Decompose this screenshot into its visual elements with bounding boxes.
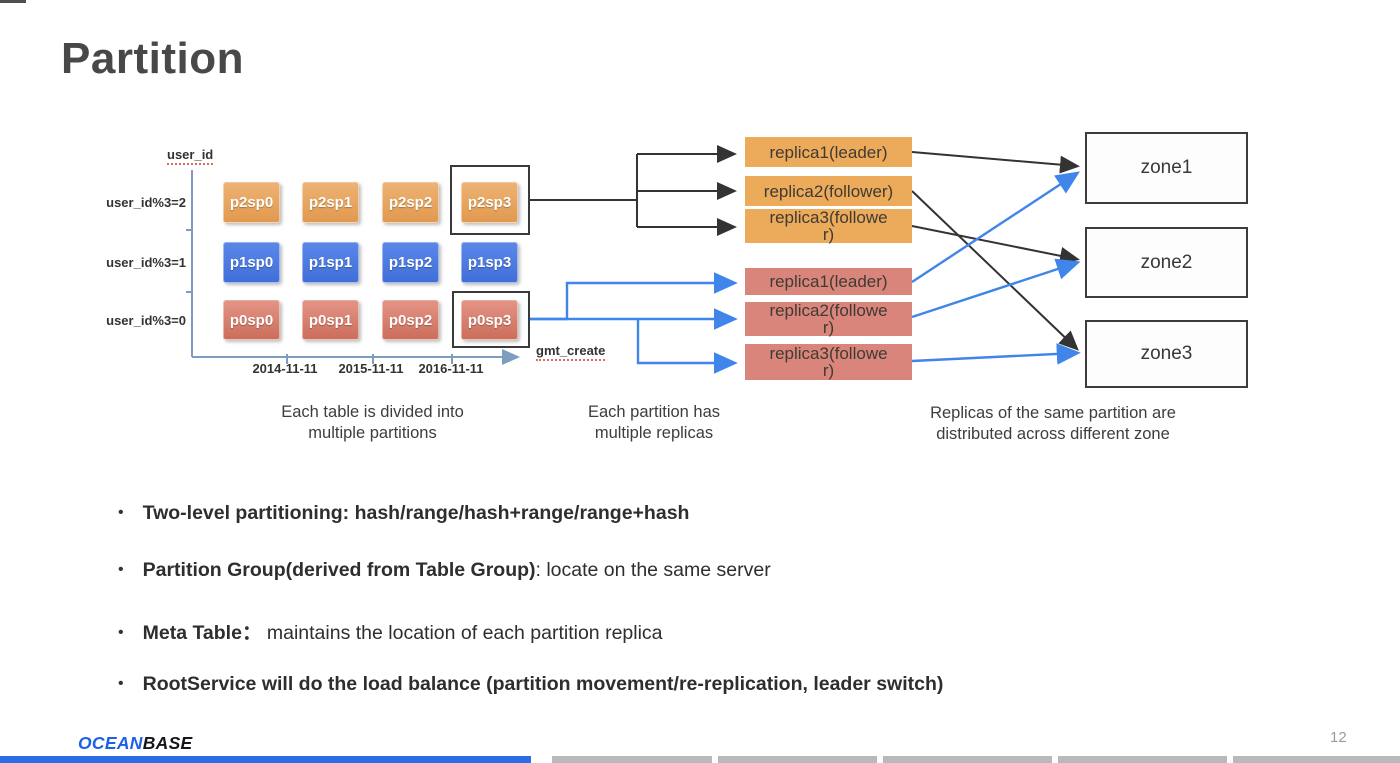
replica-box-orange-follower2: replica2(follower) (745, 176, 912, 206)
partition-cell-p0sp3: p0sp3 (461, 300, 518, 340)
bullet-bold-text: Two-level partitioning: hash/range/hash+… (142, 502, 690, 524)
row-label-mod1: user_id%3=1 (106, 255, 186, 270)
x-tick-2016: 2016-11-11 (418, 361, 484, 376)
partition-cell-p1sp2: p1sp2 (382, 242, 439, 283)
partition-cell-p1sp3: p1sp3 (461, 242, 518, 283)
progress-segment[interactable] (883, 756, 1052, 763)
bullet-bold-text: Partition Group(derived from Table Group… (142, 559, 536, 581)
zone-box-2: zone2 (1085, 227, 1248, 298)
partition-cell-p2sp2: p2sp2 (382, 182, 439, 223)
progress-segment[interactable] (1233, 756, 1400, 763)
arrow-replica3-to-zone3-blue (911, 343, 1081, 365)
arrow-p0sp3-to-replica1 (530, 272, 738, 321)
video-progress-bar[interactable] (0, 756, 1400, 763)
bullet-regular-text: : locate on the same server (535, 559, 771, 581)
progress-segment[interactable] (718, 756, 877, 763)
x-axis-label: gmt_create (536, 343, 606, 361)
page-title: Partition (61, 34, 244, 83)
x-tick-2015: 2015-11-11 (338, 361, 404, 376)
partition-cell-p0sp1: p0sp1 (302, 300, 359, 340)
bullet-rootservice: RootService will do the load balance (pa… (118, 673, 944, 696)
zone-box-1: zone1 (1085, 132, 1248, 204)
arrow-replica3-to-zone2 (911, 225, 1080, 265)
bullet-regular-text: maintains the location of each partition… (261, 622, 663, 644)
arrow-p0sp3-to-replica3 (636, 319, 738, 374)
y-axis-label: user_id (167, 147, 214, 165)
bullet-bold-text: RootService will do the load balance (pa… (142, 673, 944, 695)
arrow-replica1-to-zone1 (911, 151, 1080, 174)
highlight-box-p2sp3 (450, 165, 530, 235)
partition-cell-p2sp3: p2sp3 (461, 182, 518, 223)
top-left-artifact (0, 0, 26, 3)
bullet-two-level-partitioning: Two-level partitioning: hash/range/hash+… (118, 502, 690, 525)
bullet-bold-text: Meta Table： (142, 622, 262, 644)
partition-cell-p2sp1: p2sp1 (302, 182, 359, 223)
arrow-replica2-to-zone3 (911, 190, 1079, 351)
oceanbase-logo: OCEANBASE (78, 733, 193, 754)
caption-replicas: Each partition has multiple replicas (587, 403, 721, 442)
arrow-replica1-to-zone1-blue (911, 171, 1081, 284)
progress-played[interactable] (0, 756, 531, 763)
logo-ocean-text: OCEAN (78, 733, 143, 753)
bullet-partition-group: Partition Group(derived from Table Group… (118, 559, 771, 582)
caption-partitions: Each table is divided into multiple part… (281, 403, 464, 442)
x-tick-2014: 2014-11-11 (252, 361, 318, 376)
highlight-box-p0sp3 (452, 291, 530, 348)
arrow-replica2-to-zone2-blue (911, 258, 1081, 319)
partition-cell-p0sp0: p0sp0 (223, 300, 280, 340)
bullet-meta-table: Meta Table： maintains the location of ea… (118, 616, 663, 645)
progress-segment[interactable] (552, 756, 712, 763)
logo-base-text: BASE (142, 733, 193, 753)
replica-box-orange-leader: replica1(leader) (745, 137, 912, 167)
partition-cell-p0sp2: p0sp2 (382, 300, 439, 340)
replica-box-salmon-follower2: replica2(followe r) (745, 302, 912, 336)
caption-zones: Replicas of the same partition are distr… (930, 404, 1176, 443)
replica-box-salmon-follower3: replica3(followe r) (745, 344, 912, 380)
page-number: 12 (1330, 729, 1347, 746)
row-label-mod0: user_id%3=0 (106, 313, 186, 328)
replica-box-salmon-leader: replica1(leader) (745, 268, 912, 295)
zone-box-3: zone3 (1085, 320, 1248, 388)
replica-box-orange-follower3: replica3(followe r) (745, 209, 912, 243)
partition-cell-p2sp0: p2sp0 (223, 182, 280, 223)
progress-segment[interactable] (1058, 756, 1227, 763)
row-label-mod2: user_id%3=2 (106, 195, 186, 210)
partition-cell-p1sp0: p1sp0 (223, 242, 280, 283)
partition-cell-p1sp1: p1sp1 (302, 242, 359, 283)
